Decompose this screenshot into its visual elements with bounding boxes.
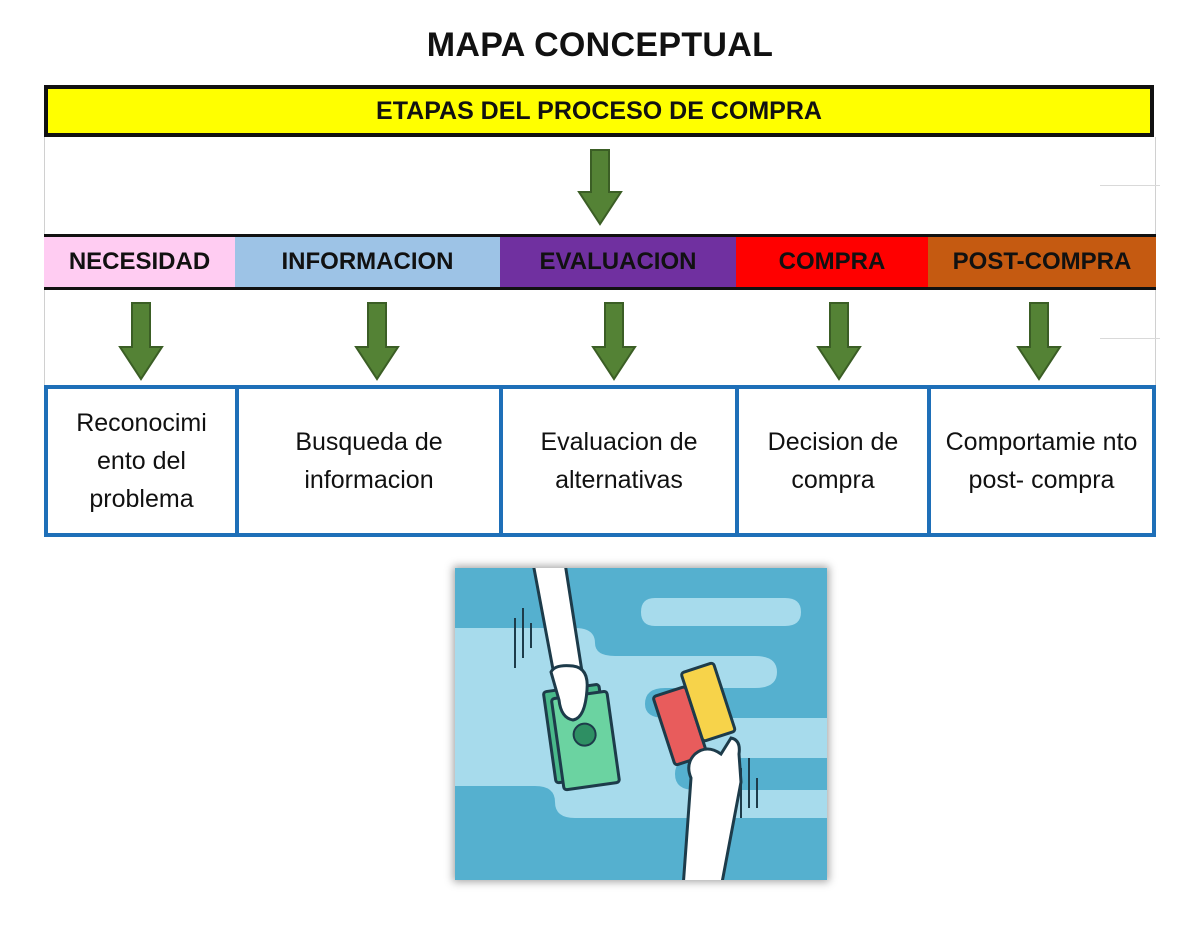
main-concept-label: ETAPAS DEL PROCESO DE COMPRA — [376, 96, 822, 125]
down-arrow-icon — [1016, 301, 1062, 381]
grid-line — [1100, 338, 1160, 339]
grid-line — [1155, 290, 1156, 385]
down-arrow-icon — [816, 301, 862, 381]
grid-line — [44, 137, 45, 234]
stage-compra: COMPRA — [736, 237, 928, 287]
stage-evaluacion: EVALUACION — [500, 237, 736, 287]
description-box: Busqueda de informacion — [235, 385, 503, 537]
down-arrow-icon — [591, 301, 637, 381]
description-box: Decision de compra — [735, 385, 931, 537]
stage-bar: NECESIDAD INFORMACION EVALUACION COMPRA … — [44, 234, 1156, 290]
down-arrow-icon — [577, 148, 623, 226]
money-for-tickets-illustration — [445, 561, 845, 890]
down-arrow-icon — [118, 301, 164, 381]
stage-post-compra: POST-COMPRA — [928, 237, 1156, 287]
description-box: Evaluacion de alternativas — [499, 385, 739, 537]
main-concept-banner: ETAPAS DEL PROCESO DE COMPRA — [44, 85, 1154, 137]
stage-necesidad: NECESIDAD — [44, 237, 235, 287]
down-arrow-icon — [354, 301, 400, 381]
stage-informacion: INFORMACION — [235, 237, 500, 287]
description-box: Reconocimi ento del problema — [44, 385, 239, 537]
grid-line — [44, 290, 45, 385]
description-row: Reconocimi ento del problema Busqueda de… — [44, 385, 1156, 537]
page-title: MAPA CONCEPTUAL — [426, 26, 774, 64]
grid-line — [1100, 185, 1160, 186]
description-box: Comportamie nto post- compra — [927, 385, 1156, 537]
